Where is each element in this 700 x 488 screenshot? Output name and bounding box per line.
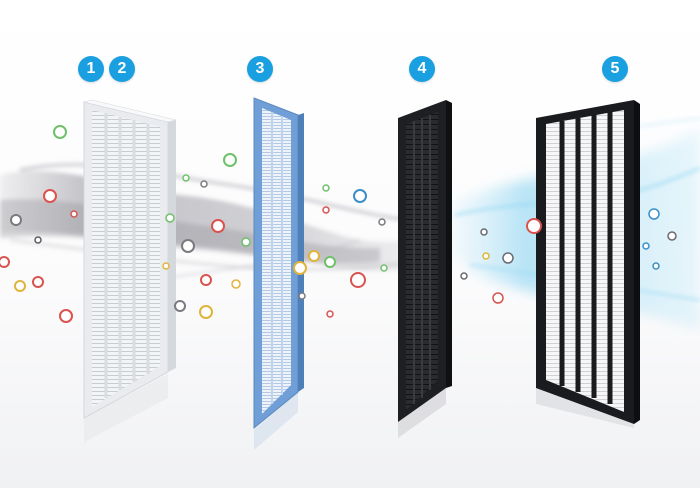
filter-number-badge-5: 5 [602,56,628,82]
filter-number-badge-4: 4 [409,56,435,82]
filter-number-badge-3: 3 [247,56,273,82]
clean-air-particles [460,208,677,304]
pollutant-particles [0,125,388,323]
filter-number-badge-2: 2 [109,56,135,82]
blue-framed-hepa-filter [253,97,304,430]
filter-number-badge-1: 1 [78,56,104,82]
black-carbon-filter [398,100,452,422]
white-mesh-prefilter [83,99,177,419]
black-framed-pleated-filter [536,100,640,424]
